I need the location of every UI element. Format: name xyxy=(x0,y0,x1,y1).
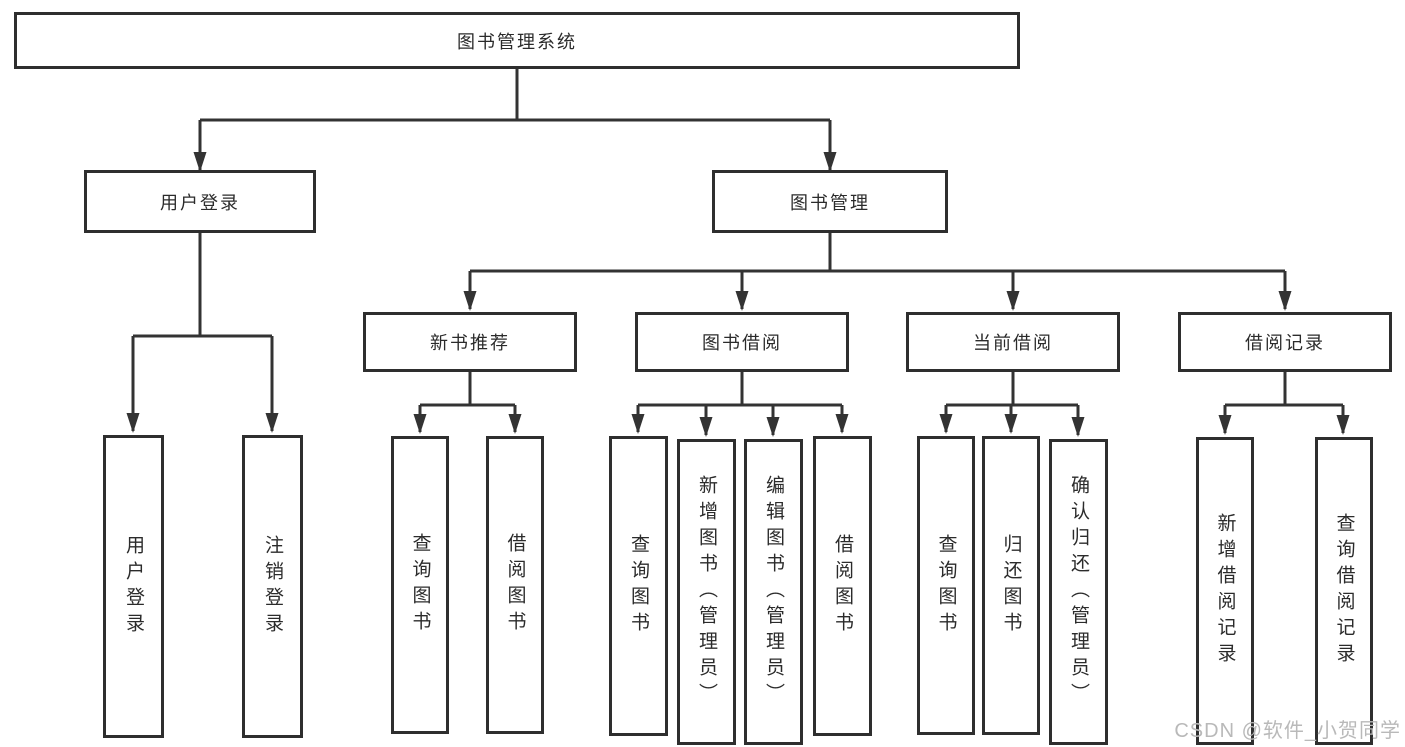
leaf-query-books-recommend: 查询图书 xyxy=(391,436,449,734)
node-library-management-system: 图书管理系统 xyxy=(14,12,1020,69)
node-label: 查询图书 xyxy=(628,534,649,638)
leaf-confirm-return-admin: 确认归还（管理员） xyxy=(1049,439,1108,745)
leaf-borrow-books: 借阅图书 xyxy=(813,436,872,736)
leaf-return-books: 归还图书 xyxy=(982,436,1040,735)
node-label: 新增图书（管理员） xyxy=(696,475,717,709)
leaf-query-borrow-record: 查询借阅记录 xyxy=(1315,437,1373,745)
node-current-borrow: 当前借阅 xyxy=(906,312,1120,372)
leaf-add-books-admin: 新增图书（管理员） xyxy=(677,439,736,745)
node-label: 借阅图书 xyxy=(504,533,526,637)
node-book-borrow: 图书借阅 xyxy=(635,312,849,372)
node-label: 查询图书 xyxy=(935,533,957,638)
node-borrow-records: 借阅记录 xyxy=(1178,312,1392,372)
node-book-management: 图书管理 xyxy=(712,170,948,233)
arrowhead-icons xyxy=(126,152,1350,437)
leaf-query-books-current: 查询图书 xyxy=(917,436,975,735)
node-label: 用户登录 xyxy=(160,192,240,213)
node-new-book-recommend: 新书推荐 xyxy=(363,312,577,372)
node-label: 查询图书 xyxy=(409,533,431,637)
node-label: 图书管理系统 xyxy=(457,31,577,52)
leaf-add-borrow-record: 新增借阅记录 xyxy=(1196,437,1254,745)
node-user-login: 用户登录 xyxy=(84,170,316,233)
node-label: 借阅记录 xyxy=(1245,333,1325,353)
node-label: 归还图书 xyxy=(1000,533,1022,638)
node-label: 注销登录 xyxy=(262,534,283,639)
node-label: 确认归还（管理员） xyxy=(1068,475,1089,709)
leaf-user-login: 用户登录 xyxy=(103,435,164,738)
node-label: 用户登录 xyxy=(123,534,144,639)
node-label: 新书推荐 xyxy=(430,333,510,353)
leaf-borrow-books-recommend: 借阅图书 xyxy=(486,436,544,734)
csdn-watermark: CSDN @软件_小贺同学 xyxy=(1174,720,1401,742)
leaf-edit-books-admin: 编辑图书（管理员） xyxy=(744,439,803,745)
node-label: 图书管理 xyxy=(790,192,870,213)
node-label: 编辑图书（管理员） xyxy=(763,475,784,709)
node-label: 借阅图书 xyxy=(832,534,853,638)
node-label: 查询借阅记录 xyxy=(1333,513,1355,669)
leaf-logout: 注销登录 xyxy=(242,435,303,738)
node-label: 图书借阅 xyxy=(702,333,782,353)
node-label: 当前借阅 xyxy=(973,333,1053,353)
node-label: 新增借阅记录 xyxy=(1214,513,1236,669)
leaf-query-books-borrow: 查询图书 xyxy=(609,436,668,736)
